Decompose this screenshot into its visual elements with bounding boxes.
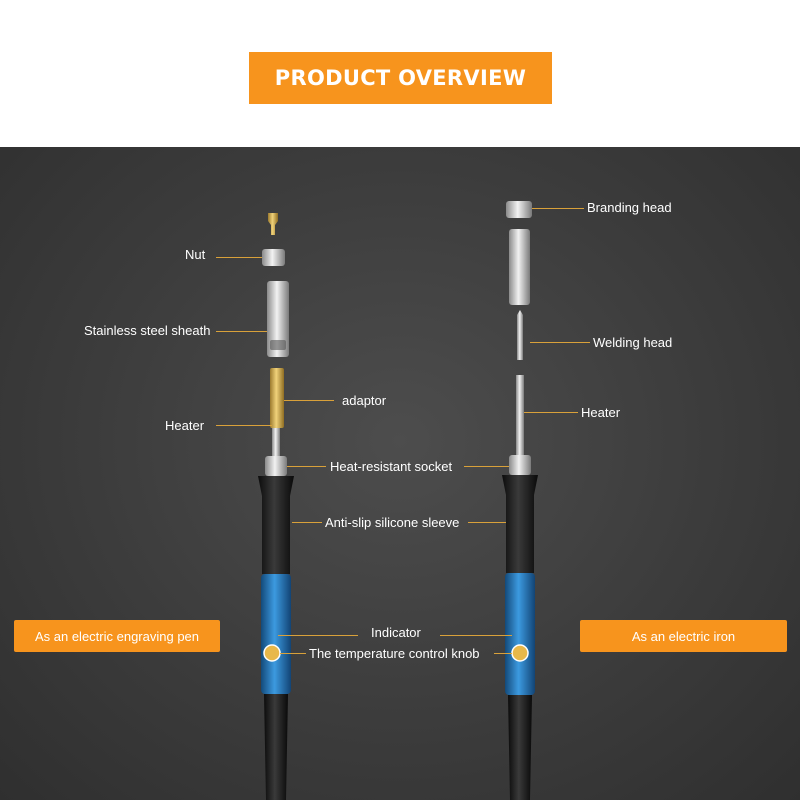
- heater-right-label: Heater: [581, 405, 621, 420]
- heater-left-label: Heater: [165, 418, 205, 433]
- welding-head-label: Welding head: [593, 335, 673, 350]
- iron-heater-rod: [516, 375, 524, 457]
- page-title: PRODUCT OVERVIEW: [249, 52, 552, 104]
- heater-rod: [272, 428, 280, 458]
- nut-part: [262, 249, 285, 266]
- welding-head-leader: [530, 342, 590, 343]
- knob-part: [263, 644, 281, 662]
- knob-leader-right: [494, 653, 512, 654]
- sheath-label: Stainless steel sheath: [84, 323, 211, 338]
- socket-part: [265, 456, 287, 476]
- knob-leader: [280, 653, 306, 654]
- indicator-leader: [278, 635, 358, 636]
- nut-leader: [216, 257, 262, 258]
- welding-head-part: [517, 310, 523, 360]
- indicator-label: Indicator: [371, 625, 421, 640]
- product-panel: [0, 147, 800, 800]
- branding-head-leader: [532, 208, 584, 209]
- heater-right-leader: [524, 412, 578, 413]
- electric-iron-badge: As an electric iron: [580, 620, 787, 652]
- heater-left-leader: [216, 425, 272, 426]
- soldering-iron: [502, 201, 538, 800]
- header-area: PRODUCT OVERVIEW: [0, 0, 800, 147]
- branding-head-part: [506, 201, 532, 218]
- sheath-leader: [216, 331, 267, 332]
- adaptor-part: [270, 368, 284, 428]
- nut-label: Nut: [185, 247, 206, 262]
- iron-blue-handle: [505, 573, 535, 695]
- iron-cable: [508, 695, 532, 800]
- iron-socket-part: [509, 455, 531, 475]
- socket-leader: [287, 466, 326, 467]
- branding-head-label: Branding head: [587, 200, 672, 215]
- iron-knob-part: [511, 644, 529, 662]
- iron-sheath-part: [509, 229, 530, 305]
- blue-handle: [261, 574, 291, 694]
- sleeve-label: Anti-slip silicone sleeve: [325, 515, 460, 530]
- engraving-pen-badge: As an electric engraving pen: [14, 620, 220, 652]
- engraving-tip: [268, 213, 278, 235]
- knob-label: The temperature control knob: [309, 646, 480, 661]
- silicone-sleeve: [258, 476, 294, 574]
- sleeve-leader: [292, 522, 322, 523]
- socket-label: Heat-resistant socket: [330, 459, 453, 474]
- adaptor-label: adaptor: [342, 393, 387, 408]
- sheath-part: [267, 281, 289, 357]
- indicator-leader-right: [440, 635, 512, 636]
- adaptor-leader: [284, 400, 334, 401]
- cable: [264, 694, 288, 800]
- socket-leader-right: [464, 466, 509, 467]
- iron-silicone-sleeve: [502, 475, 538, 573]
- sleeve-leader-right: [468, 522, 506, 523]
- engraving-pen: [258, 213, 294, 800]
